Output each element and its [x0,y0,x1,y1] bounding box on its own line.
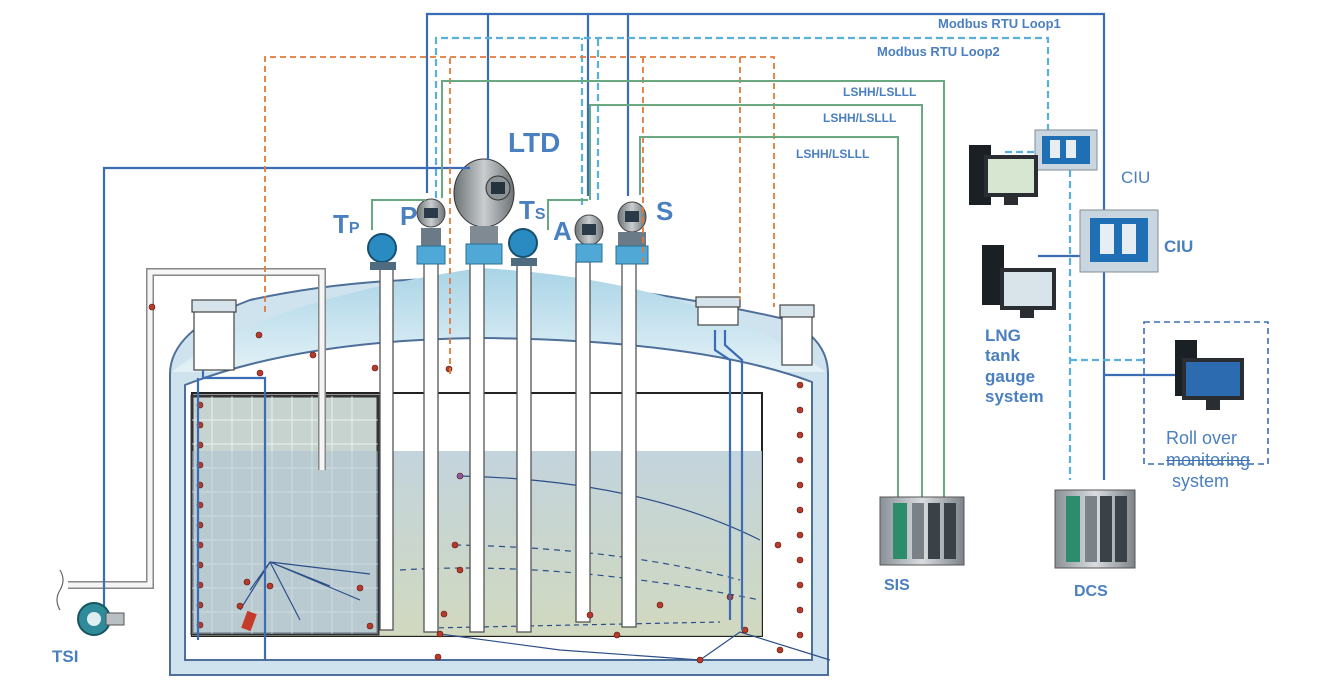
ts-label: TS [519,195,546,225]
lng-gauge-label: LNG tank gauge system [985,326,1044,407]
p-label: P [400,201,418,231]
computer-icon [1175,340,1244,410]
ciu-main-label: CIU [1164,237,1194,256]
lshh-label-3: LSHH/LSLLL [796,147,870,161]
ciu-panel-icon [1079,209,1159,273]
plc-cabinet-icon [879,496,965,566]
dcs-label: DCS [1074,583,1108,600]
transmitter-icon [77,602,125,636]
a-label: A [553,216,572,246]
tp-label: TP [333,209,360,239]
computer-icon [982,245,1056,318]
lshh-label-2: LSHH/LSLLL [823,111,897,125]
lshh-label-1: LSHH/LSLLL [843,85,917,99]
roll-over-box [1143,321,1269,465]
ciu-panel-icon [1034,129,1098,171]
roll-over-label: Roll over monitoring system [1166,428,1251,492]
junction-boxes [191,296,815,371]
s-label: S [656,196,674,226]
sis-label: SIS [884,577,910,594]
computer-icon [969,145,1038,205]
plc-cabinet-icon [1054,489,1136,569]
modbus-loop2-wiring [434,36,1144,480]
lshh-wiring [371,80,945,497]
ciu-top-label: CIU [1121,168,1151,187]
loop2-label: Modbus RTU Loop2 [877,44,1000,59]
loop1-label: Modbus RTU Loop1 [938,16,1061,31]
orange-signal-wiring [264,56,775,375]
tsi-label: TSI [52,647,79,666]
still-pipes [379,261,637,633]
ltd-label: LTD [508,127,561,158]
gauge-icon [367,158,649,270]
